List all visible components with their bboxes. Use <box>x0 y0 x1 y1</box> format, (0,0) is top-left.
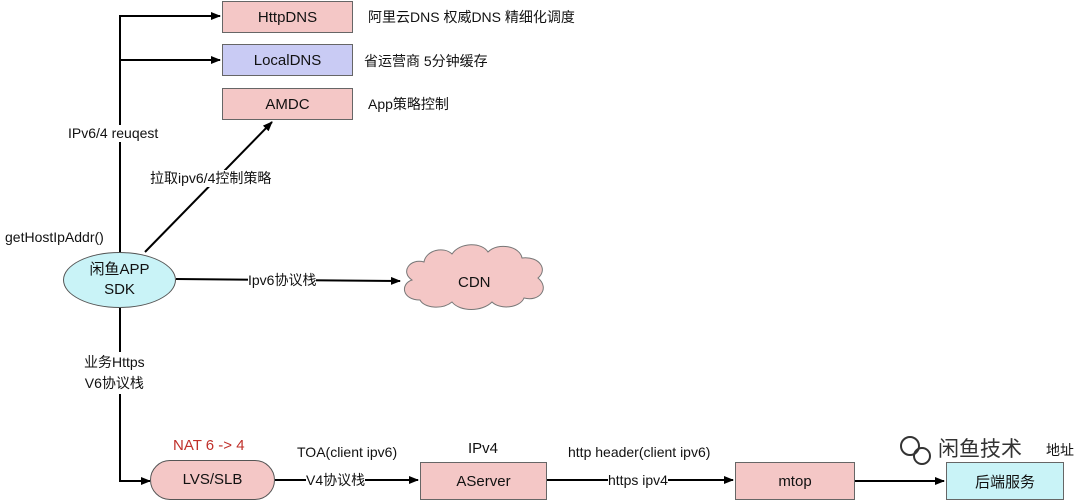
http-header-label: http header(client ipv6) <box>568 444 711 460</box>
app-sdk-line2: SDK <box>104 281 135 298</box>
localdns-note: 省运营商 5分钟缓存 <box>364 53 488 70</box>
app-sdk-line1: 闲鱼APP <box>89 261 150 278</box>
aserver-node: AServer <box>420 462 547 500</box>
toa-label: TOA(client ipv6) <box>297 444 398 460</box>
edge-app-to-lvs <box>119 308 151 485</box>
backend-service-node: 后端服务 <box>946 462 1064 500</box>
mtop-node: mtop <box>735 462 855 500</box>
amdc-label: AMDC <box>265 95 310 113</box>
amdc-node: AMDC <box>222 88 353 120</box>
biz-https-line2: V6协议栈 <box>84 375 144 391</box>
mtop-label: mtop <box>778 472 812 490</box>
get-host-label: getHostIpAddr() <box>5 229 104 245</box>
watermark-logo-icon <box>900 436 931 465</box>
address-fragment-label: 地址 <box>1046 442 1074 458</box>
edge-app-to-amdc <box>144 121 273 253</box>
https-ipv4-edge-label: https ipv4 <box>608 472 668 489</box>
ipv4-label: IPv4 <box>468 440 499 457</box>
edge-app-to-httpdns <box>119 12 221 254</box>
aserver-label: AServer <box>456 472 511 490</box>
lvs-slb-label: LVS/SLB <box>182 471 243 488</box>
httpdns-note: 阿里云DNS 权威DNS 精细化调度 <box>368 9 575 26</box>
httpdns-label: HttpDNS <box>257 8 318 26</box>
cdn-cloud <box>404 244 544 310</box>
ipv6-stack-edge-label: Ipv6协议栈 <box>248 272 317 289</box>
amdc-note: App策略控制 <box>368 96 449 113</box>
backend-service-label: 后端服务 <box>974 473 1035 491</box>
biz-https-edge-label: 业务Https V6协议栈 <box>84 352 145 394</box>
pull-policy-edge-label: 拉取ipv6/4控制策略 <box>150 170 272 187</box>
nat-label: NAT 6 -> 4 <box>173 437 245 454</box>
localdns-label: LocalDNS <box>253 51 322 69</box>
v4-stack-edge-label: V4协议栈 <box>306 472 366 489</box>
watermark-text: 闲鱼技术 <box>938 438 1022 461</box>
cdn-label: CDN <box>458 274 491 291</box>
biz-https-line1: 业务Https <box>84 354 145 370</box>
lvs-slb-node: LVS/SLB <box>150 460 275 500</box>
app-sdk-node: 闲鱼APP SDK <box>63 252 176 308</box>
localdns-node: LocalDNS <box>222 44 353 76</box>
request-edge-label: IPv6/4 reuqest <box>68 125 159 142</box>
httpdns-node: HttpDNS <box>222 1 353 33</box>
